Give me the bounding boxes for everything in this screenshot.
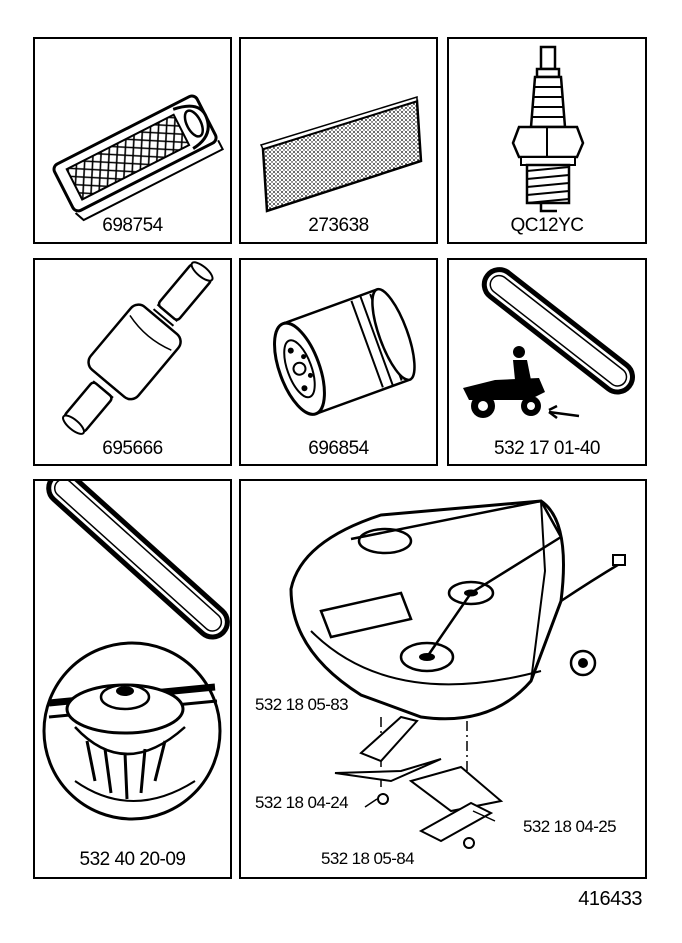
part-panel-drive-belt: 532 17 01-40: [447, 258, 647, 466]
deck-callout-label: 532 18 05-84: [321, 849, 415, 868]
mower-deck-illustration: [289, 499, 626, 849]
part-number-label: 532 40 20-09: [79, 849, 187, 870]
part-panel-deck-belt-pulley: 532 40 20-09: [33, 479, 232, 879]
part-panel-air-filter: 698754: [33, 37, 232, 244]
pre-filter-illustration: [259, 95, 423, 213]
part-panel-mower-deck: 532 18 05-83 532 18 04-24 532 18 04-25 5…: [239, 479, 647, 879]
drive-belt-illustration: [463, 267, 635, 419]
deck-belt-pulley-illustration: [42, 481, 230, 821]
deck-callout-label: 532 18 05-83: [255, 695, 349, 714]
deck-callout-label: 532 18 04-24: [255, 793, 349, 812]
part-number-label: QC12YC: [510, 215, 584, 236]
fuel-filter-illustration: [62, 261, 214, 435]
spark-plug-illustration: [511, 45, 585, 213]
part-number-label: 698754: [102, 215, 163, 236]
part-panel-oil-filter: 696854: [239, 258, 438, 466]
deck-callout-label: 532 18 04-25: [523, 817, 617, 836]
part-number-label: 695666: [102, 438, 163, 459]
part-panel-spark-plug: QC12YC: [447, 37, 647, 244]
part-number-label: 696854: [308, 438, 369, 459]
air-filter-illustration: [52, 94, 225, 222]
document-number: 416433: [578, 888, 642, 910]
part-number-label: 273638: [308, 215, 369, 236]
part-panel-pre-filter: 273638: [239, 37, 438, 244]
tractor-icon: [463, 346, 580, 419]
part-panel-fuel-filter: 695666: [33, 258, 232, 466]
part-number-label: 532 17 01-40: [494, 438, 601, 459]
oil-filter-illustration: [273, 287, 416, 416]
